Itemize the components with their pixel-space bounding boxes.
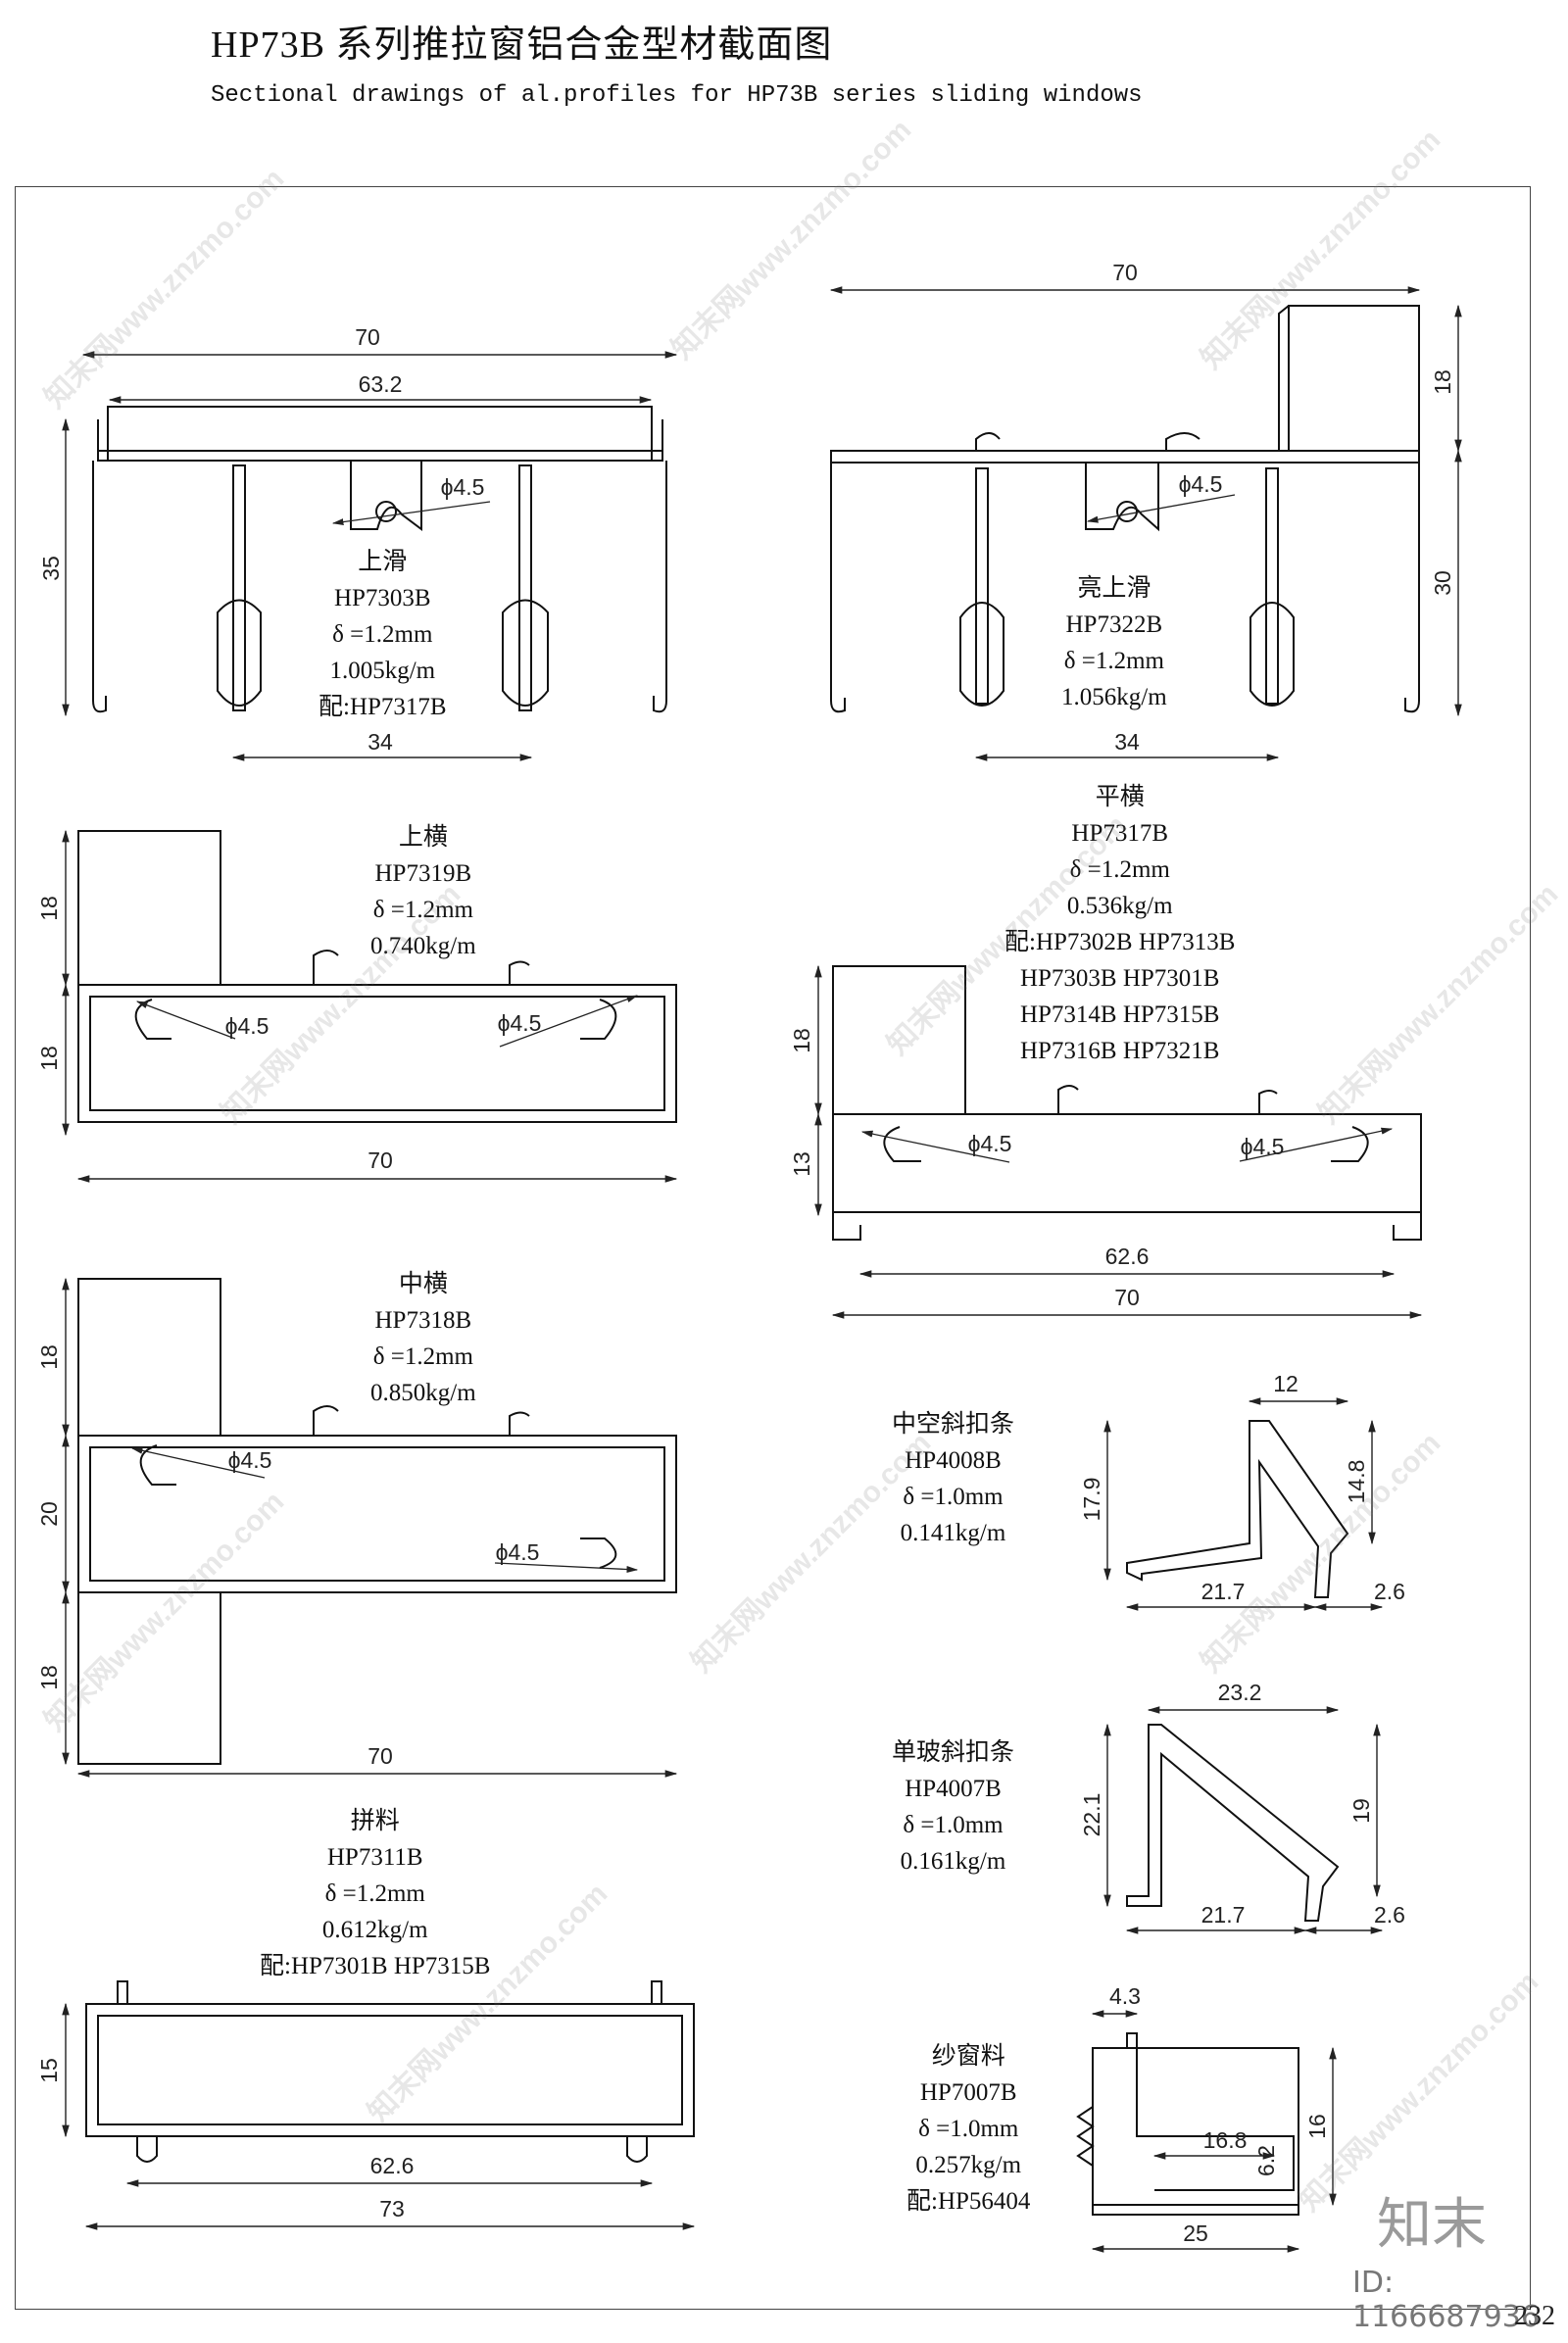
brand-logo: 知末 [1377, 2193, 1487, 2257]
dim-19-p7: 19 [1348, 1798, 1374, 1824]
profile-hp4007b [1126, 1724, 1340, 1922]
dim-30-p2: 30 [1430, 570, 1455, 596]
dim-70-p3: 70 [368, 1147, 393, 1173]
dim-34-p2: 34 [1114, 729, 1140, 755]
dim-12-p6: 12 [1273, 1371, 1298, 1396]
dim-16-8-p9: 16.8 [1203, 2127, 1248, 2153]
dim-phi-b-p4: ϕ4.5 [1241, 1134, 1285, 1159]
dim-phi-a-p3: ϕ4.5 [225, 1013, 270, 1039]
drawing-title: HP73B 系列推拉窗铝合金型材截面图 [211, 24, 833, 66]
dim-63-2-p1: 63.2 [359, 371, 403, 397]
dim-17-9-p6: 17.9 [1079, 1478, 1104, 1522]
dim-18-p2: 18 [1430, 369, 1455, 395]
dim-2-6-p7: 2.6 [1374, 1902, 1405, 1928]
dim-70-p1: 70 [355, 324, 380, 350]
dim-20-p5: 20 [36, 1501, 62, 1527]
dim-4-3-p9: 4.3 [1109, 1983, 1141, 2009]
drawing-frame [15, 186, 1531, 2310]
dim-73-p8: 73 [379, 2196, 405, 2221]
dim-21-7-p6: 21.7 [1201, 1579, 1246, 1604]
dim-62-6-p4: 62.6 [1105, 1244, 1150, 1269]
dim-23-2-p7: 23.2 [1218, 1680, 1262, 1705]
dim-phi-a-p4: ϕ4.5 [968, 1131, 1012, 1156]
page-number: 232 [1514, 2301, 1555, 2331]
dim-18a-p3: 18 [36, 896, 62, 921]
dim-6-2-p9: 6.2 [1253, 2145, 1279, 2176]
dim-35-p1: 35 [38, 556, 64, 581]
image-id: ID: 1166687936 [1352, 2266, 1540, 2334]
dim-15-p8: 15 [36, 2058, 62, 2083]
dim-22-1-p7: 22.1 [1079, 1793, 1104, 1837]
drawing-subtitle: Sectional drawings of al.profiles for HP… [211, 82, 1143, 109]
dim-70-p2: 70 [1112, 260, 1138, 285]
dim-phi-p2: ϕ4.5 [1179, 471, 1223, 497]
dim-13-p4: 13 [789, 1151, 814, 1177]
dim-34-p1: 34 [368, 729, 393, 755]
dim-70-p4: 70 [1114, 1285, 1140, 1310]
dim-18a-p5: 18 [36, 1344, 62, 1370]
dim-phi-b-p3: ϕ4.5 [498, 1010, 542, 1036]
profile-hp7007b [1076, 2032, 1299, 2216]
dim-18-p4: 18 [789, 1028, 814, 1053]
dim-18b-p5: 18 [36, 1665, 62, 1690]
dim-16-p9: 16 [1304, 2114, 1330, 2139]
profile-hp4008b [1126, 1420, 1349, 1598]
profile-hp7322b [830, 305, 1420, 713]
dim-14-8-p6: 14.8 [1344, 1460, 1369, 1504]
dim-phi-p1: ϕ4.5 [441, 474, 485, 500]
profile-hp7317b [832, 965, 1422, 1241]
dim-phi-a-p5: ϕ4.5 [228, 1447, 272, 1473]
profile-hp7311b [85, 1980, 695, 2163]
dim-25-p9: 25 [1183, 2221, 1208, 2246]
dim-phi-b-p5: ϕ4.5 [496, 1539, 540, 1565]
dim-18b-p3: 18 [36, 1046, 62, 1071]
profile-hp7303b [92, 406, 667, 713]
profile-hp7318b [77, 1278, 677, 1765]
dim-70-p5: 70 [368, 1743, 393, 1769]
dim-2-6-p6: 2.6 [1374, 1579, 1405, 1604]
dim-21-7-p7: 21.7 [1201, 1902, 1246, 1928]
dim-62-6-p8: 62.6 [370, 2153, 415, 2178]
